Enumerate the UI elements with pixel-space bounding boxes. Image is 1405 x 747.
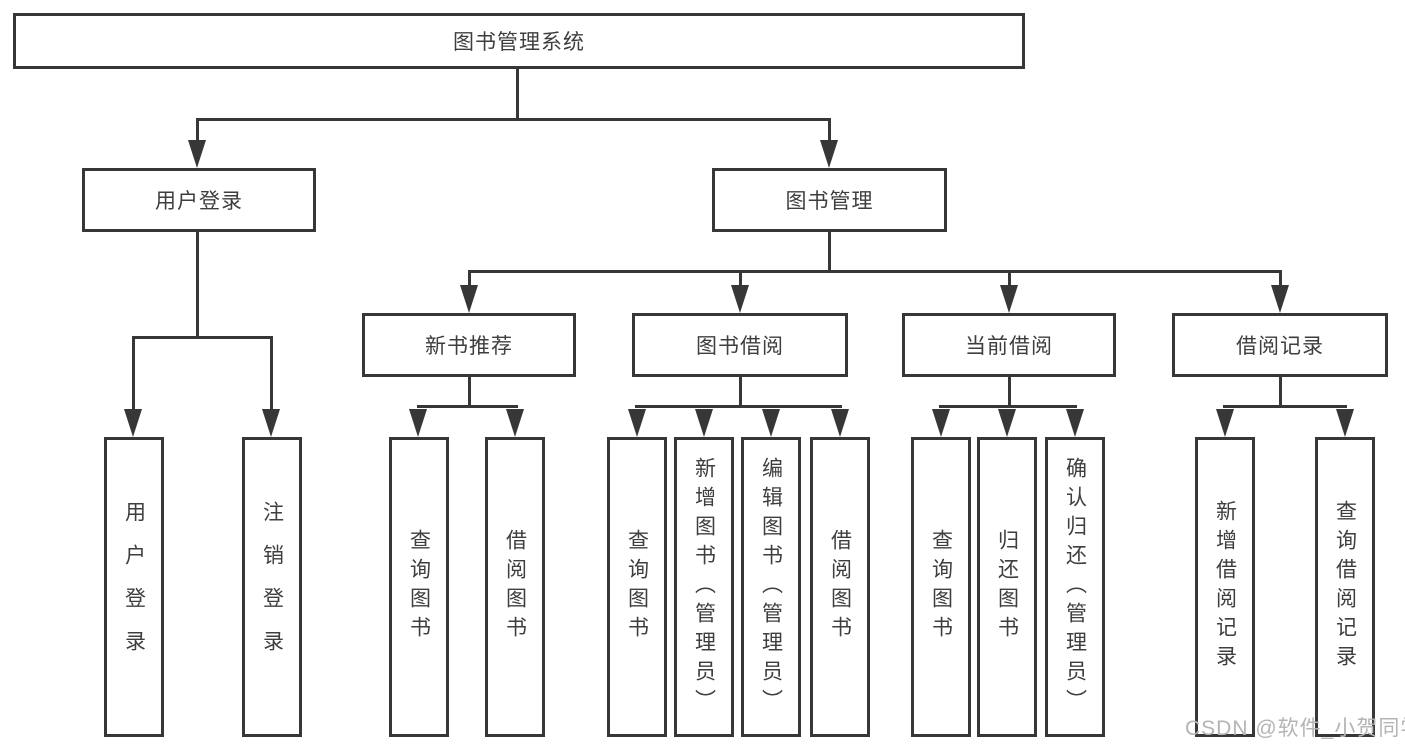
leaf-newbook-borrow-label: 借阅图书 bbox=[503, 529, 527, 645]
node-user-login: 用户登录 bbox=[82, 168, 316, 232]
node-book-mgmt-label: 图书管理 bbox=[785, 190, 874, 213]
leaf-user-login: 用户登录 bbox=[104, 437, 164, 737]
arrow-down-icon bbox=[695, 409, 713, 437]
leaf-borrow-edit: 编辑图书（管理员） bbox=[741, 437, 801, 737]
leaf-newbook-query: 查询图书 bbox=[389, 437, 449, 737]
leaf-borrow-edit-label: 编辑图书（管理员） bbox=[759, 456, 783, 718]
arrow-down-icon bbox=[731, 285, 749, 313]
arrow-down-icon bbox=[188, 140, 206, 168]
arrow-down-icon bbox=[124, 409, 142, 437]
connector-line bbox=[1279, 270, 1282, 287]
connector-line bbox=[1008, 270, 1011, 287]
connector-line bbox=[739, 377, 742, 406]
arrow-down-icon bbox=[820, 140, 838, 168]
connector-line bbox=[635, 405, 842, 408]
connector-line bbox=[417, 405, 518, 408]
connector-line bbox=[939, 405, 1077, 408]
connector-line bbox=[739, 270, 742, 287]
connector-line bbox=[1279, 377, 1282, 406]
leaf-borrow-add-label: 新增图书（管理员） bbox=[692, 456, 716, 718]
node-borrow-record: 借阅记录 bbox=[1172, 313, 1388, 377]
leaf-current-return: 归还图书 bbox=[977, 437, 1037, 737]
connector-line bbox=[1008, 377, 1011, 406]
arrow-down-icon bbox=[409, 409, 427, 437]
leaf-borrow-borrow: 借阅图书 bbox=[810, 437, 870, 737]
arrow-down-icon bbox=[628, 409, 646, 437]
leaf-record-add-label: 新增借阅记录 bbox=[1213, 500, 1237, 674]
connector-line bbox=[828, 232, 831, 270]
leaf-logout-label: 注销登录 bbox=[260, 501, 284, 673]
node-current-borrow-label: 当前借阅 bbox=[965, 335, 1053, 358]
node-current-borrow: 当前借阅 bbox=[902, 313, 1116, 377]
connector-line bbox=[468, 270, 471, 287]
node-book-borrow: 图书借阅 bbox=[632, 313, 848, 377]
leaf-current-query-label: 查询图书 bbox=[929, 529, 953, 645]
connector-line bbox=[1223, 405, 1347, 408]
connector-line bbox=[196, 232, 199, 336]
connector-line bbox=[468, 377, 471, 406]
connector-line bbox=[196, 118, 199, 142]
connector-line bbox=[132, 336, 135, 410]
leaf-newbook-query-label: 查询图书 bbox=[407, 529, 431, 645]
leaf-record-query: 查询借阅记录 bbox=[1315, 437, 1375, 737]
connector-line bbox=[828, 118, 831, 142]
arrow-down-icon bbox=[1000, 285, 1018, 313]
arrow-down-icon bbox=[460, 285, 478, 313]
node-new-book: 新书推荐 bbox=[362, 313, 576, 377]
leaf-current-confirm: 确认归还（管理员） bbox=[1045, 437, 1105, 737]
leaf-current-return-label: 归还图书 bbox=[995, 529, 1019, 645]
leaf-current-confirm-label: 确认归还（管理员） bbox=[1063, 456, 1087, 718]
connector-line bbox=[270, 336, 273, 410]
arrow-down-icon bbox=[262, 409, 280, 437]
node-borrow-record-label: 借阅记录 bbox=[1236, 335, 1324, 358]
leaf-borrow-borrow-label: 借阅图书 bbox=[828, 529, 852, 645]
leaf-current-query: 查询图书 bbox=[911, 437, 971, 737]
arrow-down-icon bbox=[1336, 409, 1354, 437]
leaf-logout: 注销登录 bbox=[242, 437, 302, 737]
arrow-down-icon bbox=[1066, 409, 1084, 437]
connector-line bbox=[516, 69, 519, 118]
node-book-borrow-label: 图书借阅 bbox=[696, 335, 784, 358]
connector-line bbox=[132, 336, 273, 339]
arrow-down-icon bbox=[831, 409, 849, 437]
csdn-watermark: CSDN @软件_小贺同学 bbox=[1185, 717, 1405, 740]
leaf-record-add: 新增借阅记录 bbox=[1195, 437, 1255, 737]
arrow-down-icon bbox=[762, 409, 780, 437]
arrow-down-icon bbox=[1271, 285, 1289, 313]
node-book-mgmt: 图书管理 bbox=[712, 168, 947, 232]
arrow-down-icon bbox=[932, 409, 950, 437]
connector-line bbox=[468, 270, 1282, 273]
leaf-record-query-label: 查询借阅记录 bbox=[1333, 500, 1357, 674]
arrow-down-icon bbox=[506, 409, 524, 437]
node-root-label: 图书管理系统 bbox=[453, 31, 585, 54]
arrow-down-icon bbox=[998, 409, 1016, 437]
connector-line bbox=[196, 118, 831, 121]
leaf-user-login-label: 用户登录 bbox=[122, 501, 146, 673]
leaf-borrow-query-label: 查询图书 bbox=[625, 529, 649, 645]
leaf-borrow-add: 新增图书（管理员） bbox=[674, 437, 734, 737]
leaf-newbook-borrow: 借阅图书 bbox=[485, 437, 545, 737]
node-root: 图书管理系统 bbox=[13, 13, 1025, 69]
arrow-down-icon bbox=[1216, 409, 1234, 437]
node-new-book-label: 新书推荐 bbox=[425, 335, 513, 358]
leaf-borrow-query: 查询图书 bbox=[607, 437, 667, 737]
node-user-login-label: 用户登录 bbox=[155, 190, 243, 213]
